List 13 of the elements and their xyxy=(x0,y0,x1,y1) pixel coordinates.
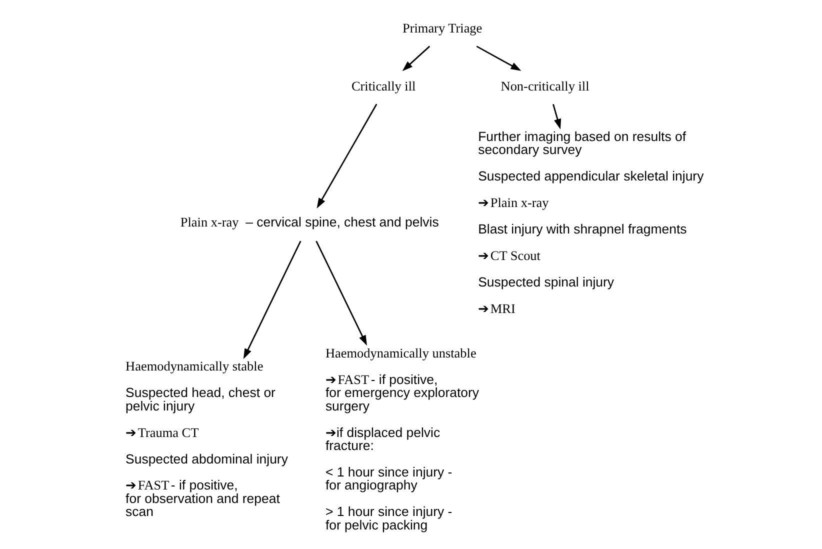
node-text: Haemodynamically stable Suspected head, chest or pelvic injury ➔Trauma CT Suspected abdominal injury ➔FAST- if positive, for observation and repeat scan xyxy=(126,358,288,520)
node-text: Primary Triage xyxy=(402,20,482,36)
arrow xyxy=(476,46,522,71)
node-text: Critically ill xyxy=(351,78,416,94)
node-text: Further imaging based on results of secondary survey Suspected appendicular skeletal injury ➔Plain x-ray Blast injury with shrapnel fragments ➔CT Scout Suspected spinal injury ➔MRI xyxy=(478,128,704,316)
arrow xyxy=(316,104,378,208)
node-text: Non-critically ill xyxy=(500,78,590,94)
arrow xyxy=(316,240,367,346)
arrow xyxy=(552,104,562,130)
node-text: Plain x-ray – cervical spine, chest and pelvis xyxy=(180,214,439,230)
arrow xyxy=(402,46,430,72)
node-text: Haemodynamically unstable ➔FAST- if positive, for emergency exploratory surgery ➔if displaced pelvic fracture: < 1 hour since injury - for angiography > 1 hour since injury - for pelvic packing xyxy=(325,345,480,532)
arrow xyxy=(243,240,302,360)
